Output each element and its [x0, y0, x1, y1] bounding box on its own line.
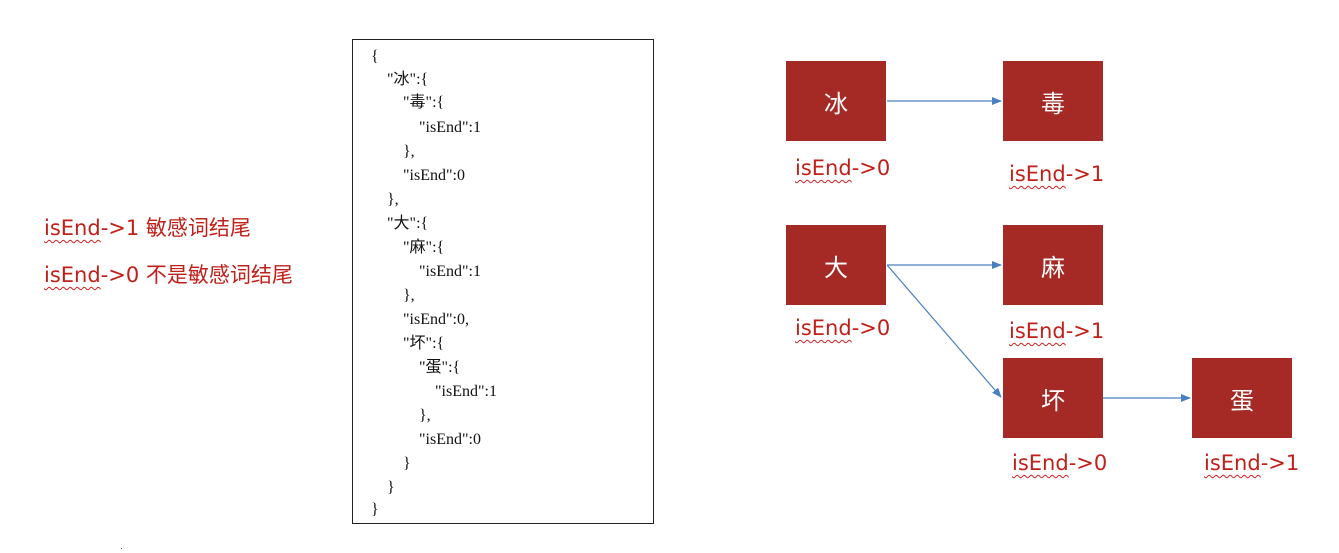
code-line: "isEnd":1 [371, 263, 481, 280]
legend-key: isEnd [44, 263, 101, 287]
trie-node-du: 毒 [1003, 61, 1103, 141]
legend-text: ->1 敏感词结尾 [100, 216, 251, 240]
label-value: ->1 [1065, 319, 1105, 343]
code-line: "isEnd":0, [371, 311, 469, 328]
code-line: }, [371, 407, 431, 424]
code-line: } [371, 455, 411, 472]
code-line: "isEnd":0 [371, 431, 481, 448]
label-value: ->1 [1260, 451, 1300, 475]
legend-key: isEnd [44, 216, 101, 240]
code-line: }, [371, 287, 415, 304]
trie-node-huai: 坏 [1003, 358, 1103, 438]
label-value: ->1 [1065, 162, 1105, 186]
label-key: isEnd [1009, 319, 1066, 343]
node-label-bing: isEnd->0 [795, 156, 890, 180]
node-label-dan: isEnd->1 [1204, 451, 1299, 475]
code-line: } [371, 501, 379, 518]
trie-node-bing: 冰 [786, 61, 886, 141]
code-line: } [371, 479, 395, 496]
code-line: "蛋":{ [371, 359, 461, 376]
node-label-du: isEnd->1 [1009, 162, 1104, 186]
trie-node-da: 大 [786, 225, 886, 305]
code-line: "大":{ [371, 215, 429, 232]
node-label-da: isEnd->0 [795, 316, 890, 340]
label-value: ->0 [851, 316, 891, 340]
node-label-ma: isEnd->1 [1009, 319, 1104, 343]
trie-node-ma: 麻 [1003, 225, 1103, 305]
label-value: ->0 [851, 156, 891, 180]
node-label-huai: isEnd->0 [1012, 451, 1107, 475]
code-line: "冰":{ [371, 71, 429, 88]
code-line: }, [371, 191, 399, 208]
label-key: isEnd [795, 316, 852, 340]
code-line: { [371, 48, 379, 65]
code-line: "麻":{ [371, 239, 445, 256]
legend-is-end-true: isEnd->1 敏感词结尾 [44, 212, 251, 242]
code-line: "毒":{ [371, 94, 445, 111]
stray-dot [121, 548, 122, 549]
label-key: isEnd [1012, 451, 1069, 475]
code-line: "isEnd":1 [371, 119, 481, 136]
json-code-panel: { "冰":{ "毒":{ "isEnd":1 }, "isEnd":0 }, … [352, 39, 654, 524]
label-key: isEnd [1009, 162, 1066, 186]
legend-text: ->0 不是敏感词结尾 [100, 263, 293, 287]
trie-node-dan: 蛋 [1192, 358, 1292, 438]
label-value: ->0 [1068, 451, 1108, 475]
edge-da-huai [886, 264, 1002, 398]
code-line: "坏":{ [371, 335, 445, 352]
code-line: "isEnd":1 [371, 383, 497, 400]
code-line: "isEnd":0 [371, 167, 465, 184]
code-line: }, [371, 143, 415, 160]
label-key: isEnd [795, 156, 852, 180]
label-key: isEnd [1204, 451, 1261, 475]
legend-is-end-false: isEnd->0 不是敏感词结尾 [44, 259, 293, 289]
